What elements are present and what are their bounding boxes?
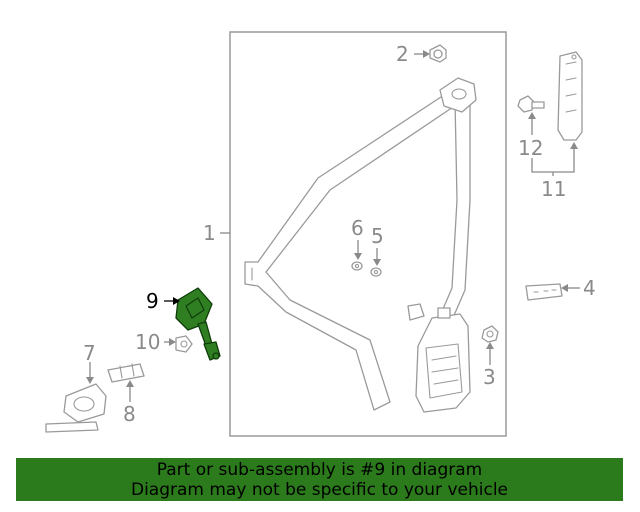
clip-part [407,303,425,321]
washer-part-5 [370,267,382,277]
callout-1: 1 [203,221,216,245]
callout-3: 3 [483,365,496,389]
callout-4: 4 [583,276,596,300]
callout-8: 8 [123,402,136,426]
bracket-part-4 [525,283,563,301]
callout-7: 7 [83,341,96,365]
bolt-part-10 [175,335,193,353]
callout-9: 9 [146,289,159,313]
callout-11: 11 [541,177,566,201]
buckle-part-9 [175,287,221,361]
washer-part-6 [351,261,363,271]
banner-line-2: Diagram may not be specific to your vehi… [130,480,508,500]
bolt-part-3 [481,325,499,343]
callout-12: 12 [518,136,543,160]
assembly-frame [229,31,507,437]
callout-10: 10 [135,330,160,354]
banner-line-1: Part or sub-assembly is #9 in diagram [156,460,483,480]
callout-6: 6 [351,216,364,240]
bolt-part-12 [517,95,545,113]
info-banner: Part or sub-assembly is #9 in diagram Di… [16,458,623,501]
bolt-part-2 [429,44,447,63]
retractor [415,307,471,413]
buckle-mount-part-7 [45,383,107,433]
height-adjuster-part-11 [557,51,583,141]
bracket-part-8 [107,363,145,383]
callout-2: 2 [396,42,409,66]
parts-diagram: 1 2 3 4 5 6 7 8 9 10 11 12 [45,31,596,437]
leader-lines [86,50,580,402]
callout-5: 5 [371,224,384,248]
